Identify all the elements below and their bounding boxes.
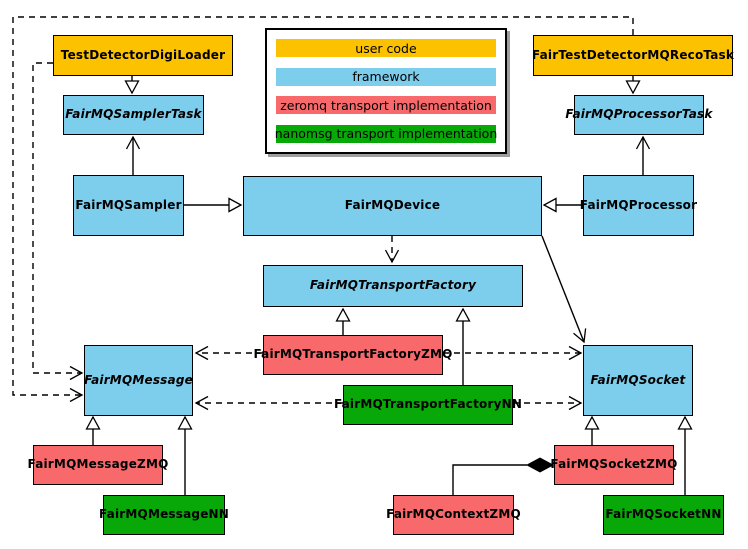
node-fairmqmessagenn: FairMQMessageNN (99, 495, 229, 535)
node-label: FairMQTransportFactoryZMQ (253, 347, 453, 362)
node-label: FairMQSocketZMQ (550, 457, 678, 472)
composition-diamond (526, 457, 554, 473)
edge-digiloader-message (32, 62, 84, 381)
legend-label: zeromq transport implementation (280, 97, 492, 113)
node-label: FairMQMessageNN (98, 507, 230, 522)
legend-item-nanomsg: nanomsg transport implementation (274, 124, 498, 143)
node-fairmqsocket: FairMQSocket (583, 345, 693, 416)
node-testdetectordigiloader: TestDetectorDigiLoader (53, 35, 233, 76)
node-label: FairMQContextZMQ (386, 507, 521, 522)
node-fairmqsocketzmq: FairMQSocketZMQ (550, 445, 677, 485)
node-fairtestdetectormqrecotask: FairTestDetectorMQRecoTask (531, 35, 735, 76)
legend-item-zeromq: zeromq transport implementation (276, 96, 496, 115)
node-label: FairMQMessageZMQ (27, 457, 169, 472)
node-fairmqsamplertask: FairMQSamplerTask (63, 95, 204, 135)
node-label: FairMQDevice (344, 198, 441, 213)
node-label: FairMQSamplerTask (65, 107, 202, 122)
node-fairmqsampler: FairMQSampler (73, 175, 184, 236)
node-label: FairMQSocket (590, 372, 686, 387)
edge-recotask-message (12, 16, 634, 403)
legend-label: user code (355, 40, 417, 56)
node-label: FairMQMessage (84, 372, 193, 387)
legend-item-framework: framework (276, 67, 496, 86)
node-label: FairMQTransportFactory (309, 278, 477, 293)
node-label: FairMQSampler (75, 197, 182, 212)
node-fairmqsocketnn: FairMQSocketNN (603, 495, 724, 535)
legend-label: nanomsg transport implementation (274, 126, 498, 142)
node-label: FairMQTransportFactoryNN (333, 397, 523, 412)
node-label: TestDetectorDigiLoader (60, 47, 226, 62)
node-fairmqtransportfactory: FairMQTransportFactory (263, 265, 523, 307)
node-label: FairMQProcessorTask (565, 107, 713, 122)
legend-item-user-code: user code (276, 39, 496, 57)
node-fairmqtransportfactoryzmq: FairMQTransportFactoryZMQ (253, 335, 452, 375)
node-fairmqmessage: FairMQMessage (84, 345, 193, 416)
node-label: FairMQSocketNN (605, 507, 722, 522)
node-fairmqdevice: FairMQDevice (243, 176, 542, 236)
legend: user code framework zeromq transport imp… (265, 28, 507, 154)
node-fairmqtransportfactorynn: FairMQTransportFactoryNN (334, 385, 522, 425)
node-fairmqmessagezmq: FairMQMessageZMQ (28, 445, 168, 485)
edge-contextzmq-socketzmq (452, 464, 527, 495)
node-fairmqcontextzmq: FairMQContextZMQ (386, 495, 521, 535)
node-fairmqprocessortask: FairMQProcessorTask (565, 95, 712, 135)
legend-label: framework (352, 69, 420, 85)
edge-device-socket (541, 235, 587, 344)
node-fairmqprocessor: FairMQProcessor (579, 175, 698, 236)
node-label: FairMQProcessor (579, 197, 698, 212)
node-label: FairTestDetectorMQRecoTask (531, 47, 735, 62)
